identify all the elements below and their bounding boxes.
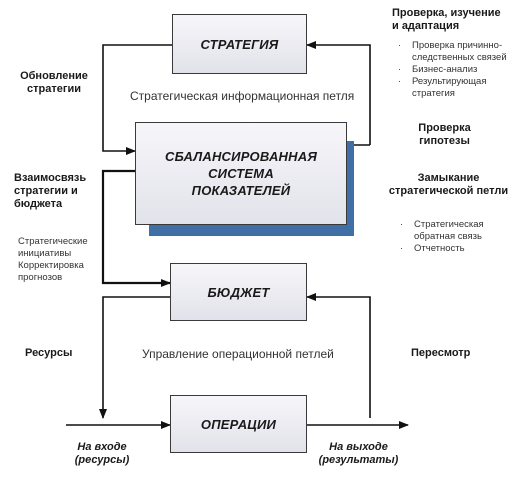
bsc-box: СБАЛАНСИРОВАННАЯ СИСТЕМА ПОКАЗАТЕЛЕЙ bbox=[135, 122, 347, 225]
hypothesis-label: Проверка гипотезы bbox=[418, 122, 471, 147]
review-item: Бизнес-анализ bbox=[398, 64, 518, 76]
closing-loop-label: Замыкание стратегической петли bbox=[388, 172, 509, 197]
arrow-bsc-to-budget bbox=[101, 169, 171, 287]
input-label: На входе (ресурсы) bbox=[74, 441, 130, 466]
operations-box: ОПЕРАЦИИ bbox=[170, 395, 307, 453]
update-strategy-label: Обновление стратегии bbox=[20, 70, 88, 95]
strategic-loop-label: Стратегическая информационная петля bbox=[130, 89, 355, 103]
arrow-to-strategy bbox=[306, 41, 371, 145]
arrow-strategy-to-bsc bbox=[102, 44, 172, 155]
review-items-list: Проверка причинно- следственных связей Б… bbox=[398, 40, 518, 100]
operations-box-label: ОПЕРАЦИИ bbox=[200, 416, 277, 432]
arrow-resources bbox=[99, 296, 170, 419]
closing-items-list: Стратегическая обратная связь Отчетность bbox=[400, 219, 515, 255]
output-label: На выходе (результаты) bbox=[318, 441, 399, 466]
link-strategy-budget-label: Взаимосвязь стратегии и бюджета bbox=[14, 172, 87, 210]
operational-loop-label: Управление операционной петлей bbox=[142, 347, 334, 361]
arrow-to-budget bbox=[306, 293, 371, 418]
resources-label: Ресурсы bbox=[25, 347, 73, 359]
budget-box-label: БЮДЖЕТ bbox=[207, 284, 270, 300]
bsc-box-label: СБАЛАНСИРОВАННАЯ СИСТЕМА ПОКАЗАТЕЛЕЙ bbox=[165, 149, 317, 198]
budget-box: БЮДЖЕТ bbox=[170, 263, 307, 321]
strategy-box: СТРАТЕГИЯ bbox=[172, 14, 307, 74]
review-item: Проверка причинно- следственных связей bbox=[398, 40, 518, 64]
review-item: Результирующая стратегия bbox=[398, 76, 518, 100]
left-sub-label: Стратегические инициативы Корректировка … bbox=[18, 236, 88, 283]
closing-item: Отчетность bbox=[400, 243, 515, 255]
strategy-box-label: СТРАТЕГИЯ bbox=[200, 36, 279, 52]
closing-item: Стратегическая обратная связь bbox=[400, 219, 515, 243]
revision-label: Пересмотр bbox=[411, 347, 471, 359]
review-title-label: Проверка, изучение и адаптация bbox=[392, 7, 501, 32]
